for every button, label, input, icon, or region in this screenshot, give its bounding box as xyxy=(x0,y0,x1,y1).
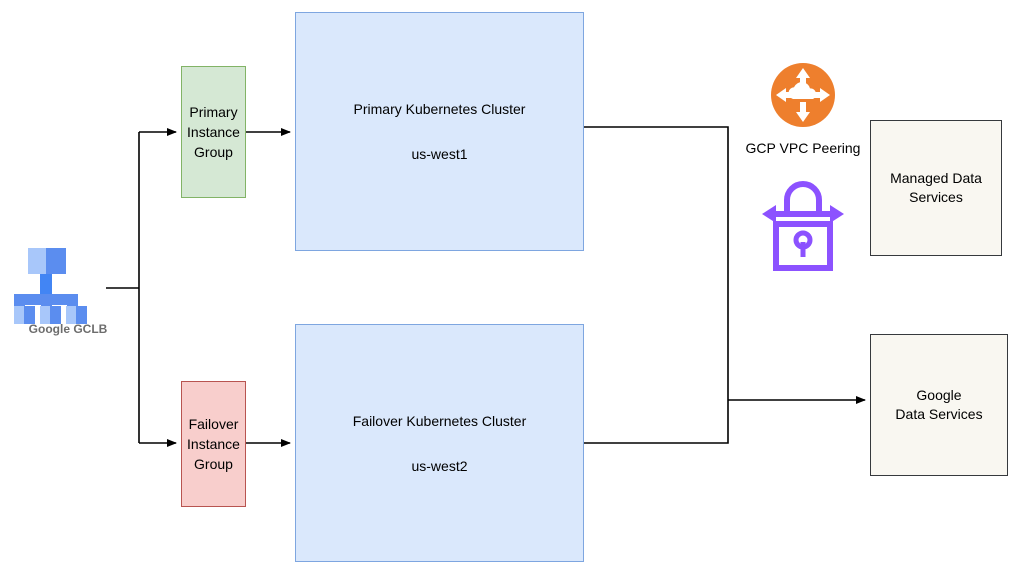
edge-primary-cluster-to-bus xyxy=(584,126,729,400)
node-google-gclb[interactable]: Google GCLB xyxy=(14,246,107,342)
managed-data-services-line1: Managed Data xyxy=(890,170,982,186)
primary-instance-group-line1: Primary xyxy=(189,104,238,120)
vpc-peering-icon xyxy=(771,63,835,127)
failover-instance-group-line1: Failover xyxy=(188,416,239,432)
primary-cluster-region: us-west1 xyxy=(411,146,468,162)
node-managed-data-services[interactable]: Managed Data Services xyxy=(870,120,1002,256)
failover-cluster-title: Failover Kubernetes Cluster xyxy=(352,412,527,429)
gclb-label: Google GCLB xyxy=(28,322,108,336)
failover-cluster-region: us-west2 xyxy=(411,457,468,474)
load-balancer-icon xyxy=(14,248,87,324)
node-google-data-services[interactable]: Google Data Services xyxy=(870,334,1008,476)
primary-instance-group-line2: Instance xyxy=(187,124,240,140)
primary-cluster-title: Primary Kubernetes Cluster xyxy=(353,101,526,117)
failover-instance-group-line2: Instance xyxy=(187,436,240,452)
node-gcp-vpc-peering[interactable]: GCP VPC Peering xyxy=(740,62,866,162)
managed-data-services-line2: Services xyxy=(909,189,963,205)
google-data-services-line2: Data Services xyxy=(895,406,983,422)
node-failover-kubernetes-cluster[interactable]: Failover Kubernetes Cluster us-west2 xyxy=(295,324,584,562)
edge-failover-cluster-to-bus xyxy=(584,400,729,444)
primary-instance-group-line3: Group xyxy=(194,144,233,160)
secure-tunnel-lock-icon xyxy=(762,181,844,271)
node-secure-tunnel[interactable] xyxy=(762,172,844,272)
node-failover-instance-group[interactable]: Failover Instance Group xyxy=(181,381,246,507)
failover-instance-group-line3: Group xyxy=(194,456,233,472)
node-primary-instance-group[interactable]: Primary Instance Group xyxy=(181,66,246,198)
node-primary-kubernetes-cluster[interactable]: Primary Kubernetes Cluster us-west1 xyxy=(295,12,584,251)
vpc-peering-label: GCP VPC Peering xyxy=(745,140,861,156)
google-data-services-line1: Google xyxy=(916,387,962,403)
